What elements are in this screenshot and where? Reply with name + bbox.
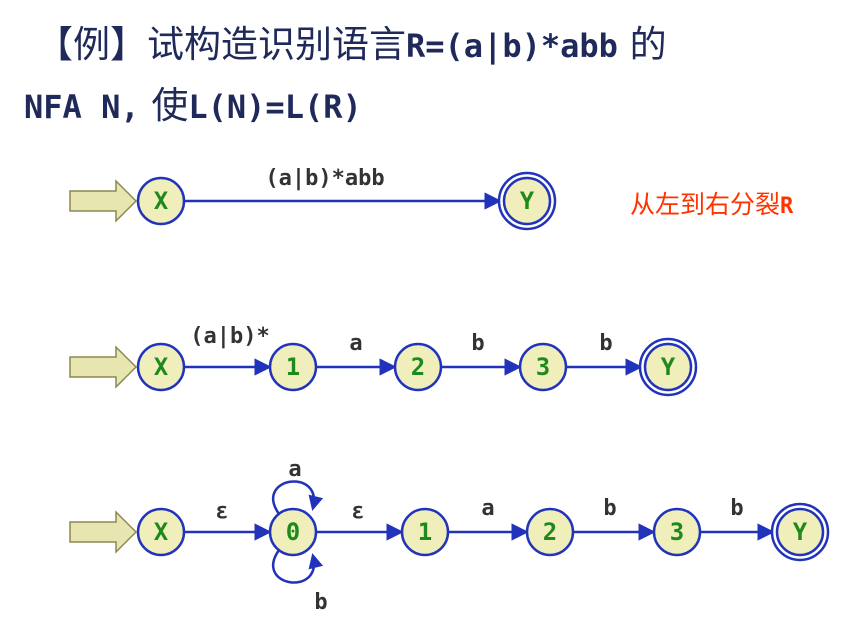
final-state	[643, 342, 693, 392]
split-note-r: R	[780, 194, 794, 219]
state-node	[518, 342, 568, 392]
title-text: 试构造识别语言	[147, 23, 406, 66]
start-arrow	[69, 345, 138, 389]
edge-label: ε	[215, 499, 228, 524]
title-line2-text: 使	[139, 84, 189, 127]
state-label: 0	[286, 518, 300, 546]
edge-label: b	[471, 331, 484, 356]
state-label: X	[154, 187, 169, 215]
edge-label: (a|b)*	[190, 324, 269, 349]
state-label: 2	[543, 518, 557, 546]
state-label: X	[154, 353, 169, 381]
start-arrow	[69, 179, 138, 223]
state-node	[136, 507, 186, 557]
self-loop-a-label: a	[288, 457, 301, 482]
state-node	[268, 507, 318, 557]
state-node	[400, 507, 450, 557]
state-node	[393, 342, 443, 392]
edge-label: a	[349, 331, 362, 356]
edge-label: b	[730, 496, 743, 521]
language-equation: L(N)=L(R)	[188, 88, 362, 126]
state-label: X	[154, 518, 169, 546]
edge-label: a	[481, 496, 494, 521]
state-node	[136, 342, 186, 392]
state-label: Y	[793, 518, 808, 546]
state-node	[652, 507, 702, 557]
state-node	[136, 176, 186, 226]
start-arrow	[69, 510, 138, 554]
final-state	[502, 176, 552, 226]
state-node	[525, 507, 575, 557]
state-label: 1	[286, 353, 300, 381]
final-state	[775, 507, 825, 557]
title-tail: 的	[617, 23, 667, 66]
title-line-1: 【例】试构造识别语言R=(a|b)*abb 的	[36, 14, 667, 68]
state-label: 3	[536, 353, 550, 381]
edge-label: b	[599, 331, 612, 356]
state-label: 2	[411, 353, 425, 381]
self-loop-b	[271, 549, 324, 584]
state-node	[268, 342, 318, 392]
edge-label: ε	[351, 499, 364, 524]
nfa-label: NFA N,	[24, 88, 140, 126]
example-bracket: 【例】	[36, 23, 147, 66]
title: 【例】试构造识别语言R=(a|b)*abb 的 NFA N, 使L(N)=L(R…	[0, 0, 850, 130]
split-note-text: 从左到右分裂	[630, 190, 781, 219]
diagram-2: (a|b)* a b bX 1 2 3 Y	[69, 324, 698, 397]
split-note: 从左到右分裂R	[630, 185, 793, 221]
self-loop-a	[271, 480, 324, 515]
state-label: 3	[670, 518, 684, 546]
edge-label: b	[603, 496, 616, 521]
edge-label: (a|b)*abb	[265, 166, 384, 191]
state-label: 1	[418, 518, 432, 546]
title-line-2: NFA N, 使L(N)=L(R)	[24, 75, 362, 129]
self-loop-b-label: b	[314, 590, 327, 615]
state-label: Y	[520, 187, 535, 215]
regex: R=(a|b)*abb	[406, 27, 618, 65]
state-label: Y	[661, 353, 676, 381]
